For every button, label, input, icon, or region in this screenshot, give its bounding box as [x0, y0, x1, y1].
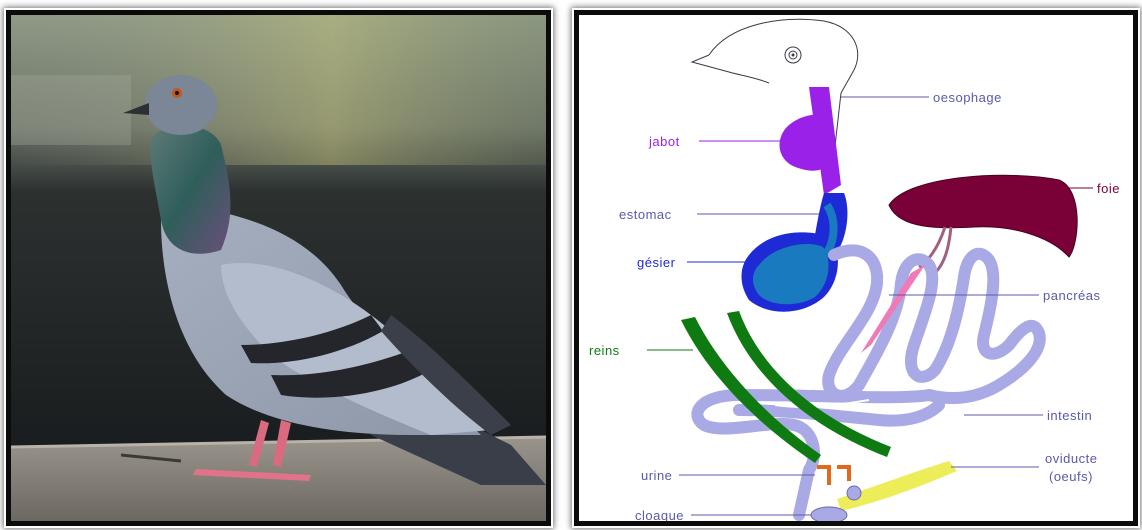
- urine-duct-shape: [817, 467, 849, 485]
- beak-outline: [692, 55, 769, 83]
- label-oesophage: oesophage: [933, 90, 1002, 105]
- foie-shape: [889, 175, 1077, 257]
- label-gesier: gésier: [637, 255, 676, 270]
- label-urine: urine: [641, 468, 672, 483]
- digestive-diagram: oesophage jabot foie estomac gésier panc…: [574, 10, 1138, 526]
- label-jabot: jabot: [648, 134, 680, 149]
- label-reins: reins: [589, 343, 620, 358]
- label-oviducte: oviducte: [1045, 451, 1097, 466]
- pigeon-photo: [6, 10, 551, 526]
- pigeon-illustration: [11, 15, 546, 521]
- label-intestin: intestin: [1047, 408, 1092, 423]
- label-cloaque: cloaque: [635, 508, 684, 521]
- label-oeufs: (oeufs): [1049, 469, 1093, 484]
- digestive-system-svg: oesophage jabot foie estomac gésier panc…: [579, 15, 1133, 521]
- label-estomac: estomac: [619, 207, 672, 222]
- label-foie: foie: [1097, 181, 1120, 196]
- jabot-shape: [780, 114, 832, 170]
- cloaque-shape: [811, 507, 847, 521]
- label-pancreas: pancréas: [1043, 288, 1100, 303]
